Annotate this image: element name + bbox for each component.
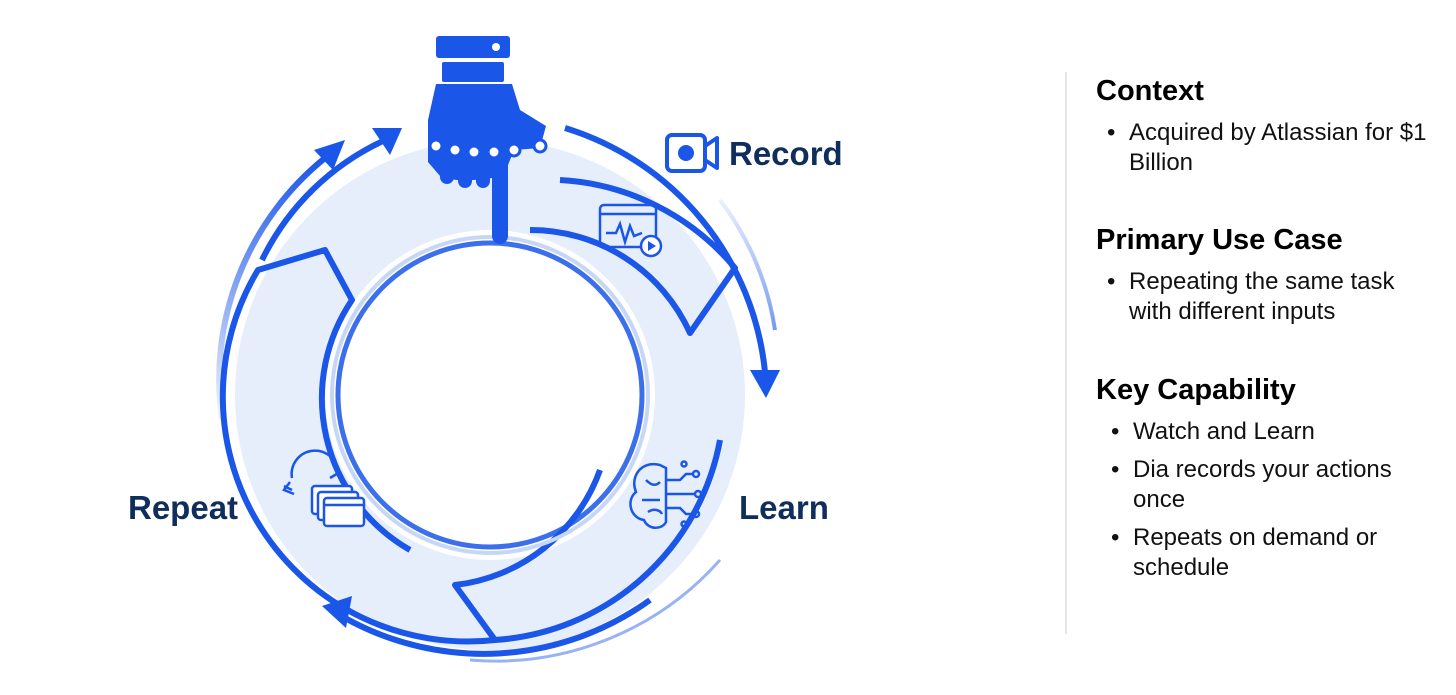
bullet-item: Repeats on demand or schedule [1133, 523, 1441, 583]
video-camera-icon [667, 135, 717, 171]
section-context: Context Acquired by Atlassian for $1 Bil… [1096, 74, 1441, 178]
arrowhead-down [750, 370, 780, 398]
bullet-item: Repeating the same task with different i… [1129, 267, 1441, 327]
inner-ring [338, 243, 642, 547]
bullet-item: Dia records your actions once [1133, 455, 1441, 515]
bullet-list: Watch and Learn Dia records your actions… [1096, 417, 1441, 583]
section-key-capability: Key Capability Watch and Learn Dia recor… [1096, 373, 1441, 583]
step-label-repeat: Repeat [128, 491, 238, 524]
section-primary-use-case: Primary Use Case Repeating the same task… [1096, 223, 1441, 327]
step-label-record: Record [729, 137, 843, 170]
step-label-learn: Learn [739, 491, 829, 524]
inner-ring-shadow [332, 237, 648, 553]
section-title-key-capability: Key Capability [1096, 373, 1441, 407]
bullet-item: Acquired by Atlassian for $1 Billion [1129, 118, 1441, 178]
section-title-primary-use-case: Primary Use Case [1096, 223, 1441, 257]
bullet-list: Repeating the same task with different i… [1096, 267, 1441, 327]
section-title-context: Context [1096, 74, 1441, 108]
info-panel: Context Acquired by Atlassian for $1 Bil… [1096, 74, 1441, 591]
bullet-item: Watch and Learn [1133, 417, 1441, 447]
panel-divider [1065, 72, 1067, 634]
bullet-list: Acquired by Atlassian for $1 Billion [1096, 118, 1441, 178]
